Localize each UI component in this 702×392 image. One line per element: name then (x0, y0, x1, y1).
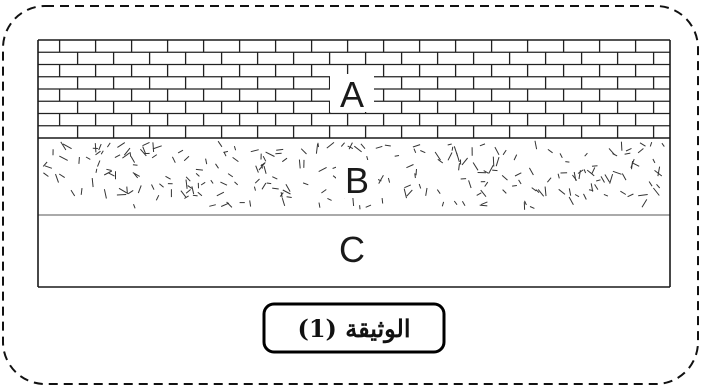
figure-caption: الوثيقة (1) (297, 314, 410, 344)
section-outline (37, 39, 671, 288)
dashed-frame (2, 5, 699, 385)
caption-box (262, 302, 446, 354)
label-b-backdrop (336, 160, 378, 198)
layer-label-b: B (345, 160, 369, 201)
layer-b (42, 140, 665, 210)
layer-label-a: A (340, 74, 364, 115)
label-a-backdrop (330, 74, 374, 112)
layer-label-c: C (339, 229, 365, 270)
